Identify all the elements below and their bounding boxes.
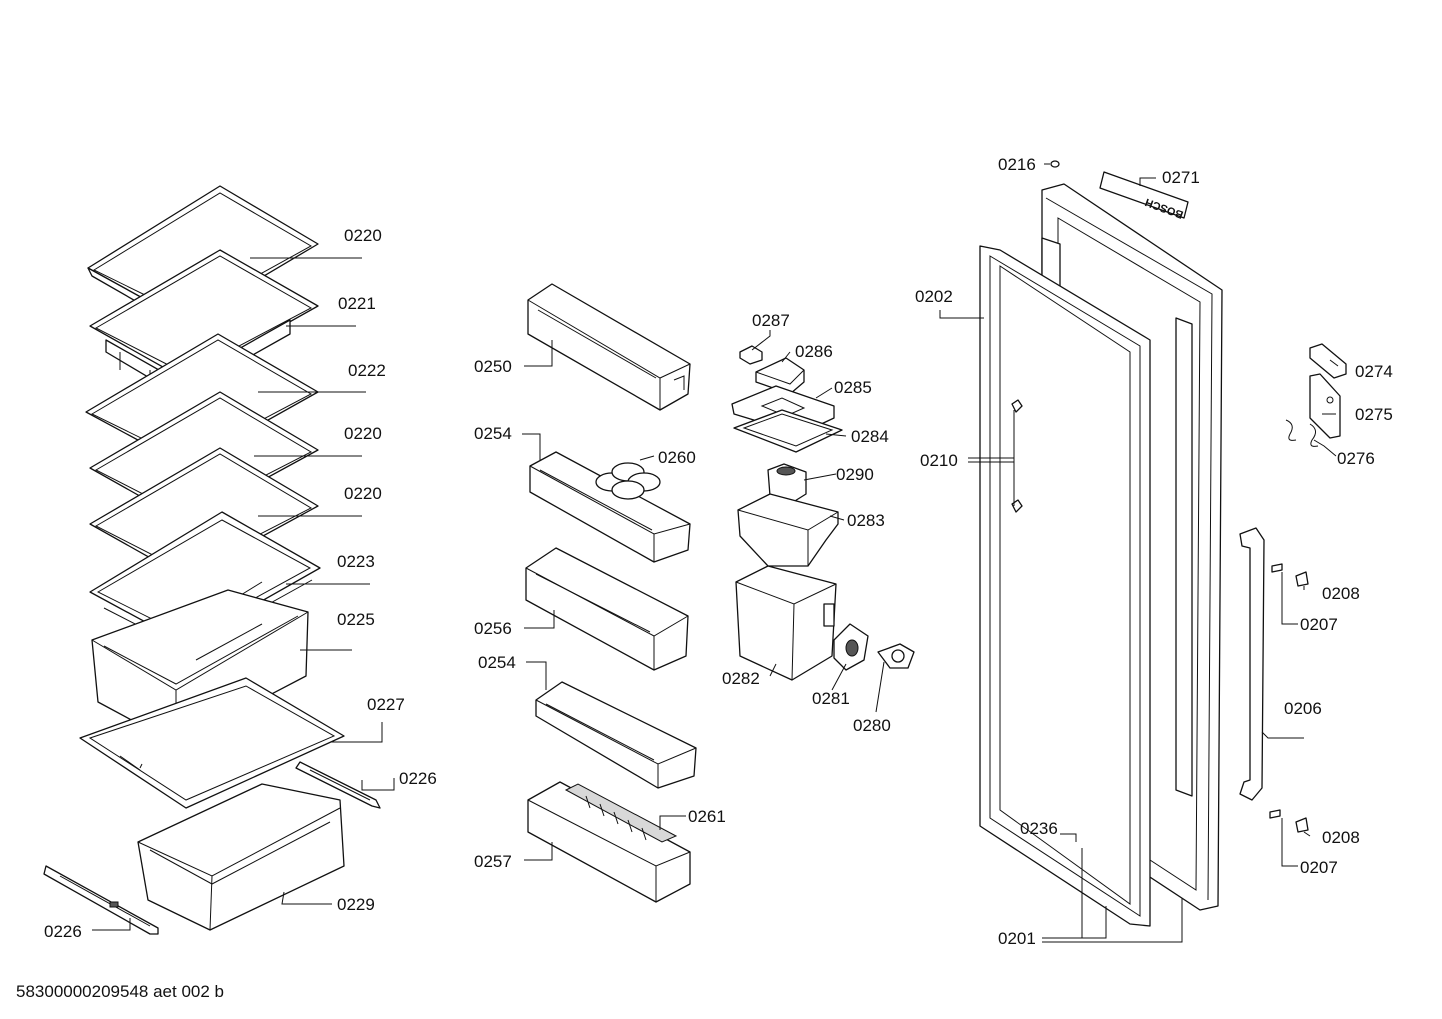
callout-0202: 0202	[915, 287, 953, 306]
part-0284	[733, 409, 843, 453]
callout-0286: 0286	[795, 342, 833, 361]
document-footer-code: 58300000209548 aet 002 b	[16, 982, 224, 1001]
egg-holder-0260	[595, 462, 661, 500]
bottle-clip-0261	[564, 783, 678, 843]
door-bin-0250	[527, 283, 691, 411]
part-0282	[735, 565, 837, 681]
part-0290	[767, 463, 807, 505]
callout-0287: 0287	[752, 311, 790, 330]
callout-0260: 0260	[658, 448, 696, 467]
part-0281	[833, 623, 869, 671]
callout-0208-top: 0208	[1322, 584, 1360, 603]
cap-0208-bottom	[1295, 817, 1309, 833]
callout-0210: 0210	[920, 451, 958, 470]
callout-0208-bottom: 0208	[1322, 828, 1360, 847]
callout-0236: 0236	[1020, 819, 1058, 838]
callout-0220-4: 0220	[344, 424, 382, 443]
callout-0226-left: 0226	[44, 922, 82, 941]
callout-0276: 0276	[1337, 449, 1375, 468]
callout-0220-5: 0220	[344, 484, 382, 503]
callout-0216: 0216	[998, 155, 1036, 174]
callout-0207-bottom: 0207	[1300, 858, 1338, 877]
crisper-0229	[137, 783, 345, 931]
callout-0207-top: 0207	[1300, 615, 1338, 634]
part-0287	[739, 345, 763, 365]
callout-labels: 0220 0221 0222 0220 0220 0223 0225 0227 …	[44, 155, 1393, 948]
bracket-0274	[1309, 343, 1347, 379]
bracket-0275	[1309, 373, 1341, 439]
callout-0280: 0280	[853, 716, 891, 735]
callout-0254-upper: 0254	[474, 424, 512, 443]
callout-0254-lower: 0254	[478, 653, 516, 672]
callout-0226-right: 0226	[399, 769, 437, 788]
callout-0229: 0229	[337, 895, 375, 914]
callout-0284: 0284	[851, 427, 889, 446]
callout-0290: 0290	[836, 465, 874, 484]
door-bin-0254-lower	[535, 681, 697, 789]
callout-0275: 0275	[1355, 405, 1393, 424]
callout-0271: 0271	[1162, 168, 1200, 187]
leader-lines	[92, 163, 1339, 943]
callout-0201: 0201	[998, 929, 1036, 948]
part-0280	[877, 643, 915, 669]
logo-badge-0271: BOSCH	[1099, 171, 1189, 220]
callout-0221: 0221	[338, 294, 376, 313]
crisper-0225	[91, 589, 309, 745]
callout-0256: 0256	[474, 619, 512, 638]
door-bin-0257	[527, 781, 691, 903]
callout-0225: 0225	[337, 610, 375, 629]
rail-0226-left	[43, 865, 159, 935]
spring-0276	[1285, 419, 1319, 447]
callout-0257: 0257	[474, 852, 512, 871]
door-bin-0256	[525, 547, 689, 671]
callout-0283: 0283	[847, 511, 885, 530]
callout-0220-top: 0220	[344, 226, 382, 245]
callout-0250: 0250	[474, 357, 512, 376]
screw-0207-bottom	[1269, 809, 1281, 819]
plug-0216	[1050, 160, 1060, 168]
cap-0208-top	[1295, 571, 1309, 587]
callout-0206: 0206	[1284, 699, 1322, 718]
callout-0281: 0281	[812, 689, 850, 708]
rail-0226-right	[295, 761, 381, 809]
crisper-cover-0227	[79, 677, 345, 809]
screw-0207-top	[1271, 563, 1283, 573]
callout-0282: 0282	[722, 669, 760, 688]
callout-0261: 0261	[688, 807, 726, 826]
door-bin-0254-upper	[529, 451, 691, 563]
callout-0222: 0222	[348, 361, 386, 380]
part-0286	[755, 357, 805, 395]
callout-0223: 0223	[337, 552, 375, 571]
callout-0285: 0285	[834, 378, 872, 397]
callout-0274: 0274	[1355, 362, 1393, 381]
part-0283	[737, 493, 839, 567]
handle-0206	[1239, 527, 1265, 801]
gasket-0202	[979, 245, 1151, 927]
callout-0227: 0227	[367, 695, 405, 714]
